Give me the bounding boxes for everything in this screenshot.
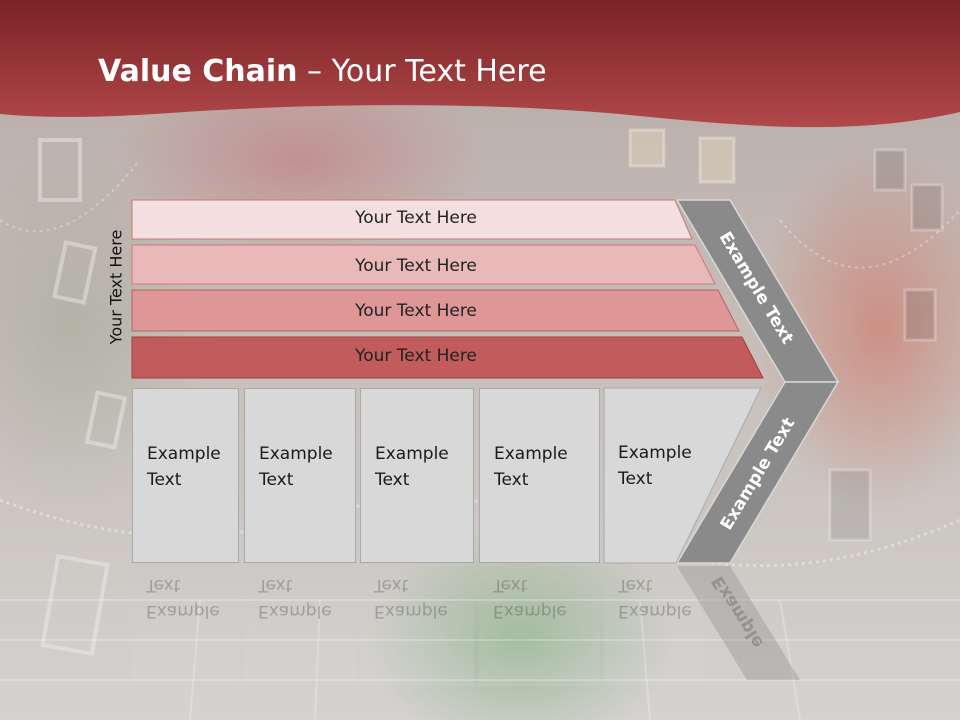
reflection-3-line1: Example <box>374 601 448 621</box>
reflection-5-line1: Example <box>618 601 692 621</box>
reflection-2-line2: Text <box>258 575 293 595</box>
chain-row-2-shape <box>131 244 716 285</box>
chain-row-2-label: Your Text Here <box>355 256 477 276</box>
chain-box-4-line2: Text <box>494 470 529 490</box>
title-bold: Value Chain <box>98 54 298 89</box>
chain-box-5: Example Text <box>604 388 704 563</box>
reflection-1-line2: Text <box>146 575 181 595</box>
chain-row-4-label: Your Text Here <box>355 346 477 366</box>
chain-box-5-reflection: Example Text <box>604 566 704 686</box>
chain-box-2-line2: Text <box>259 470 294 490</box>
chain-box-3: Example Text <box>360 388 474 563</box>
chevron-bottom <box>675 381 840 564</box>
reflection-4-line2: Text <box>493 575 528 595</box>
chain-box-3-line1: Example <box>375 444 449 464</box>
chain-box-1-reflection: Example Text <box>132 566 239 686</box>
chain-row-1-shape <box>131 199 693 240</box>
slide-title: Value Chain – Your Text Here <box>98 54 547 89</box>
chain-row-3-shape <box>131 289 740 332</box>
chain-box-2: Example Text <box>244 388 356 563</box>
reflection-3-line2: Text <box>374 575 409 595</box>
reflection-5-line2: Text <box>618 575 653 595</box>
chain-row-3-label: Your Text Here <box>355 301 477 321</box>
box-5-shape <box>603 387 762 564</box>
chain-box-1-line1: Example <box>147 444 221 464</box>
reflection-4-line1: Example <box>493 601 567 621</box>
chain-box-2-line1: Example <box>259 444 333 464</box>
title-banner <box>0 0 960 128</box>
chain-box-3-line2: Text <box>375 470 410 490</box>
reflection-1-line1: Example <box>146 601 220 621</box>
chain-box-4-reflection: Example Text <box>479 566 600 686</box>
chain-row-4-shape <box>131 336 764 379</box>
chain-box-5-line2: Text <box>618 469 653 489</box>
chain-box-4: Example Text <box>479 388 600 563</box>
title-rest: – Your Text Here <box>297 54 547 89</box>
chain-box-1-line2: Text <box>147 470 182 490</box>
chain-box-4-line1: Example <box>494 444 568 464</box>
chain-row-1-label: Your Text Here <box>355 208 477 228</box>
chain-box-5-line1: Example <box>618 443 692 463</box>
reflection-2-line1: Example <box>258 601 332 621</box>
chain-box-2-reflection: Example Text <box>244 566 356 686</box>
chevron-reflection <box>677 566 800 680</box>
chain-box-1: Example Text <box>132 388 239 563</box>
chain-box-3-reflection: Example Text <box>360 566 474 686</box>
